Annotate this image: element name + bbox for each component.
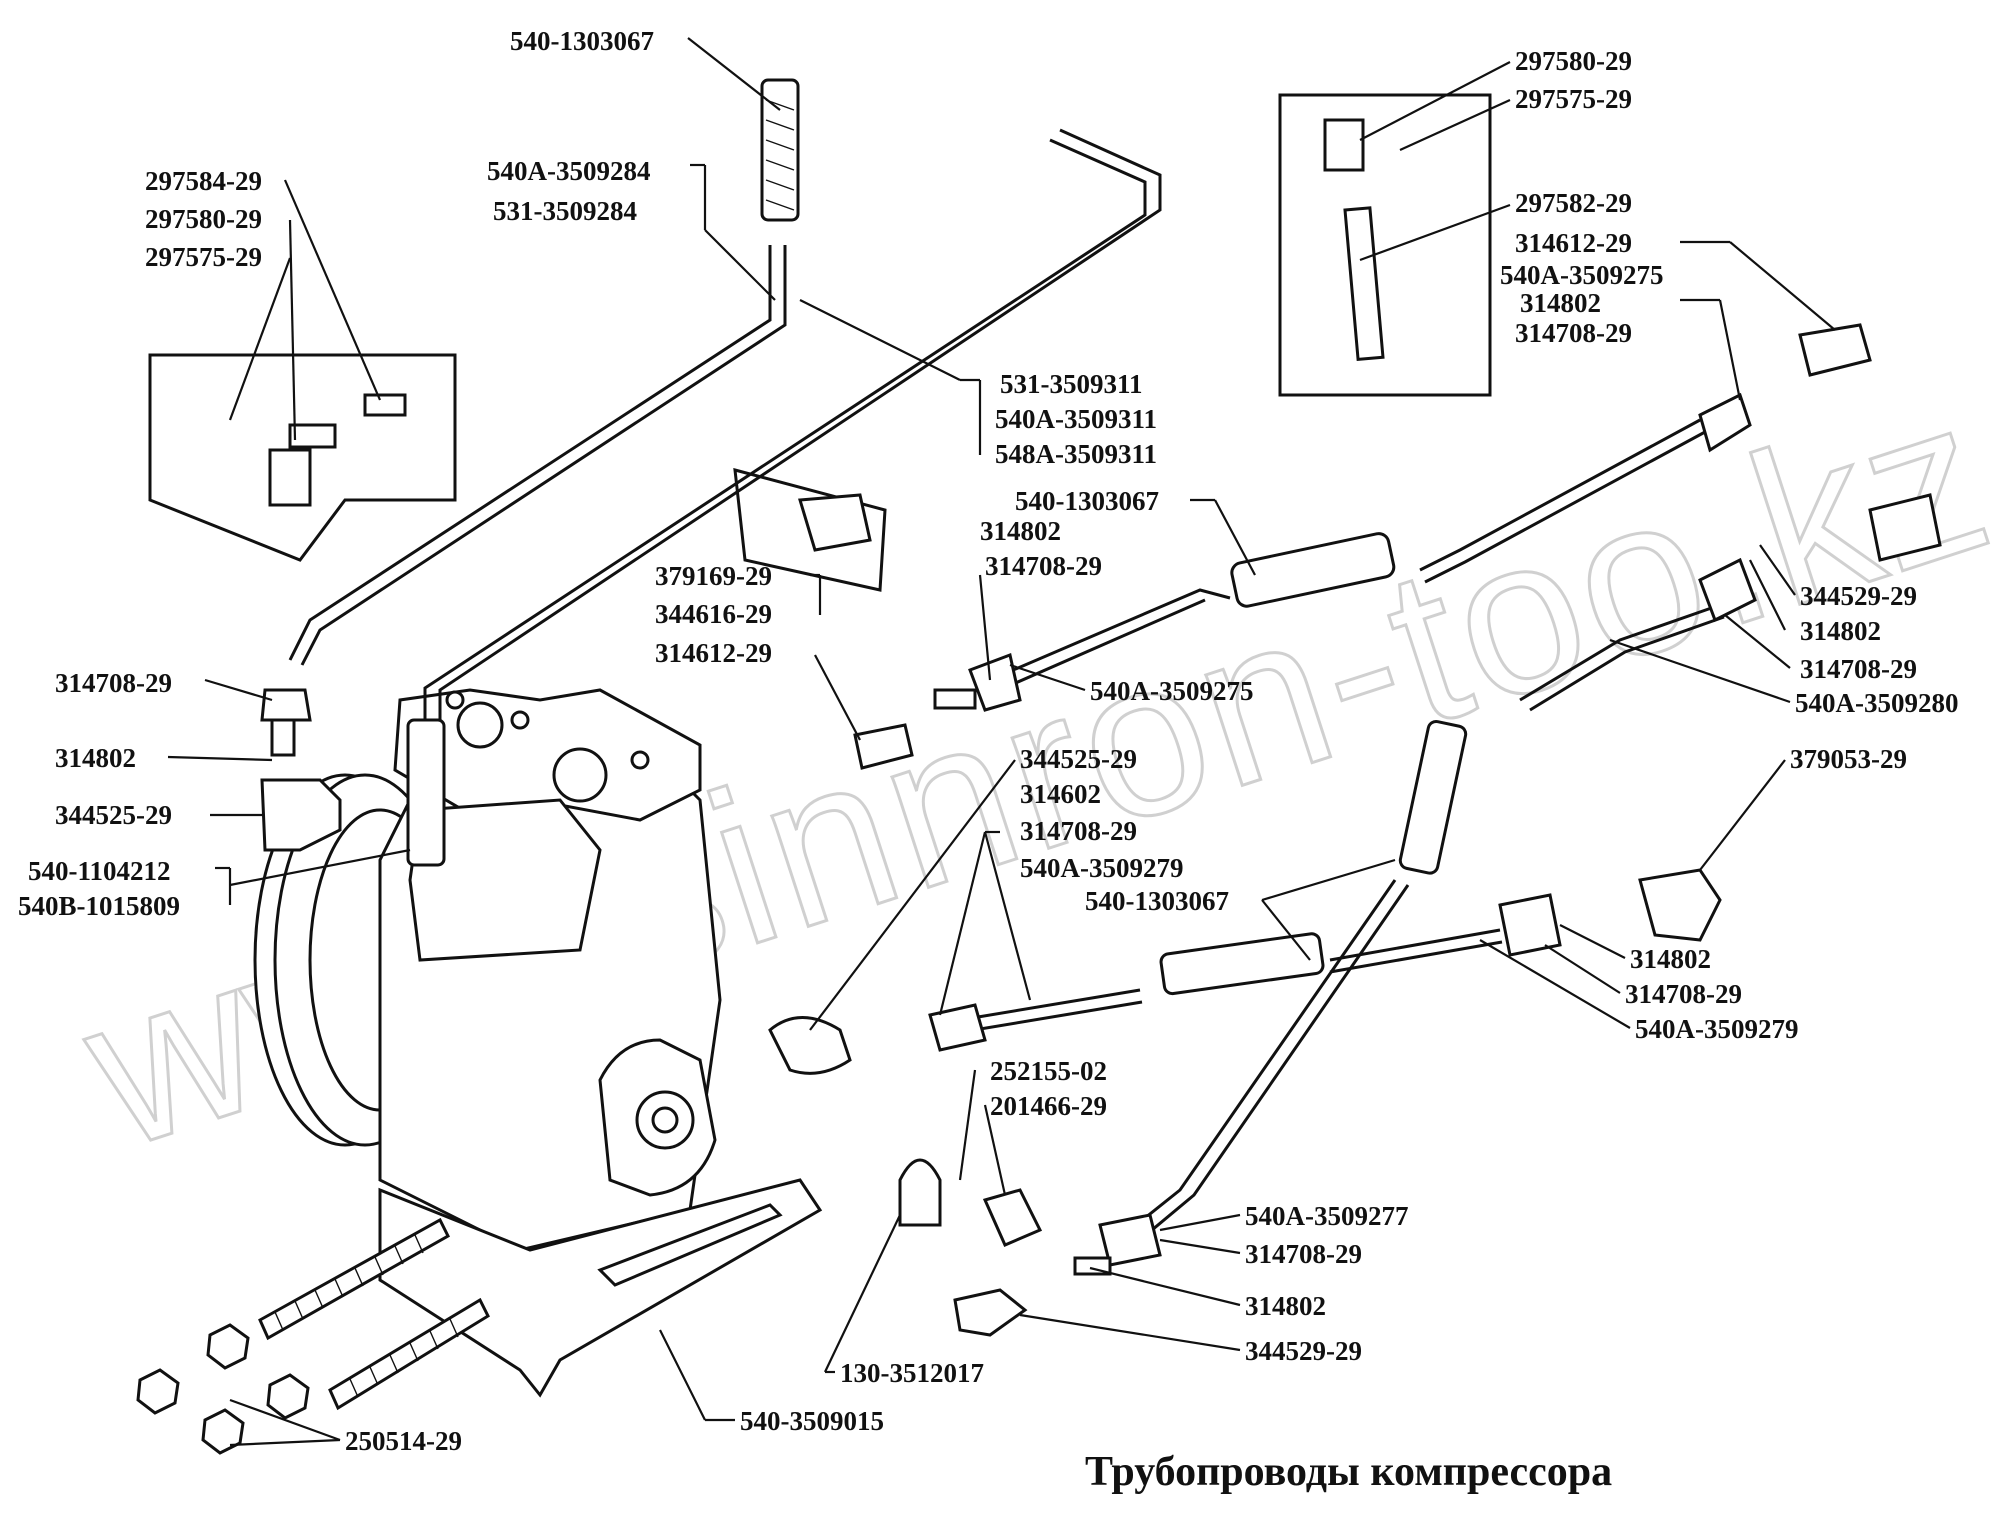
diagram-title: Трубопроводы компрессора xyxy=(1085,1449,1612,1495)
label-297575-29-left: 297575-29 xyxy=(145,242,262,272)
label-314708-29-mid: 314708-29 xyxy=(985,551,1102,581)
label-344616-29: 344616-29 xyxy=(655,599,772,629)
label-379053-29: 379053-29 xyxy=(1790,744,1907,774)
part-labels: 540-1303067 297584-29 297580-29 297575-2… xyxy=(18,26,1959,1456)
label-344529-29-bottom: 344529-29 xyxy=(1245,1336,1362,1366)
label-297580-29-left: 297580-29 xyxy=(145,204,262,234)
label-252155-02: 252155-02 xyxy=(990,1056,1107,1086)
label-344529-29-right: 344529-29 xyxy=(1800,581,1917,611)
label-297582-29: 297582-29 xyxy=(1515,188,1632,218)
label-344525-29-mid: 344525-29 xyxy=(1020,744,1137,774)
label-540b-1015809: 540B-1015809 xyxy=(18,891,180,921)
label-540-1104212: 540-1104212 xyxy=(28,856,171,886)
label-314708-29-bottom: 314708-29 xyxy=(1245,1239,1362,1269)
label-344525-29-left: 344525-29 xyxy=(55,800,172,830)
label-314802-mid: 314802 xyxy=(980,516,1061,546)
leader-lines xyxy=(167,37,1836,1447)
label-314612-29-top: 314612-29 xyxy=(1515,228,1632,258)
label-540a-3509284: 540A-3509284 xyxy=(487,156,651,186)
label-314802-right: 314802 xyxy=(1800,616,1881,646)
label-314602: 314602 xyxy=(1020,779,1101,809)
label-314802-top: 314802 xyxy=(1520,288,1601,318)
label-540a-3509275-mid: 540A-3509275 xyxy=(1090,676,1254,706)
label-314708-29-midlow: 314708-29 xyxy=(1020,816,1137,846)
label-531-3509284: 531-3509284 xyxy=(493,196,637,226)
label-314708-29-right: 314708-29 xyxy=(1800,654,1917,684)
label-548a-3509311: 548A-3509311 xyxy=(995,439,1157,469)
label-540a-3509311: 540A-3509311 xyxy=(995,404,1157,434)
label-314612-29-mid: 314612-29 xyxy=(655,638,772,668)
label-314708-29-lowright: 314708-29 xyxy=(1625,979,1742,1009)
compressor-drawing xyxy=(136,688,823,1455)
label-314802-left: 314802 xyxy=(55,743,136,773)
pipelines-drawing xyxy=(148,78,1942,1337)
label-540-1303067-mid: 540-1303067 xyxy=(1015,486,1159,516)
label-250514-29: 250514-29 xyxy=(345,1426,462,1456)
label-314802-bottom: 314802 xyxy=(1245,1291,1326,1321)
label-540a-3509275-top: 540A-3509275 xyxy=(1500,260,1664,290)
label-531-3509311: 531-3509311 xyxy=(1000,369,1143,399)
label-314708-29-top: 314708-29 xyxy=(1515,318,1632,348)
label-540a-3509279-mid: 540A-3509279 xyxy=(1020,853,1184,883)
label-540a-3509280: 540A-3509280 xyxy=(1795,688,1959,718)
label-314802-lowright: 314802 xyxy=(1630,944,1711,974)
label-540-3509015: 540-3509015 xyxy=(740,1406,884,1436)
label-540-1303067-low: 540-1303067 xyxy=(1085,886,1229,916)
label-297584-29: 297584-29 xyxy=(145,166,262,196)
label-297580-29-right: 297580-29 xyxy=(1515,46,1632,76)
label-314708-29-left: 314708-29 xyxy=(55,668,172,698)
label-540-1303067-top: 540-1303067 xyxy=(510,26,654,56)
label-297575-29-right: 297575-29 xyxy=(1515,84,1632,114)
label-540a-3509277: 540A-3509277 xyxy=(1245,1201,1409,1231)
label-379169-29: 379169-29 xyxy=(655,561,772,591)
label-130-3512017: 130-3512017 xyxy=(840,1358,984,1388)
label-540a-3509279-lowright: 540A-3509279 xyxy=(1635,1014,1799,1044)
label-201466-29: 201466-29 xyxy=(990,1091,1107,1121)
